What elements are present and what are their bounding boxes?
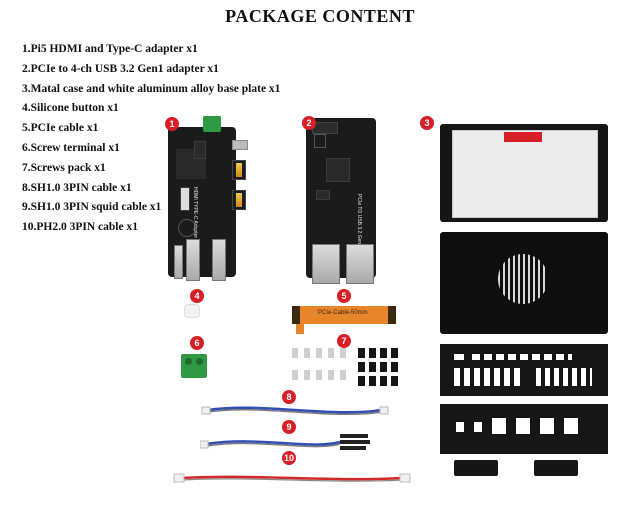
board-connector: [194, 141, 206, 159]
item-badge-2: 2: [302, 116, 316, 130]
screws-pack: [292, 348, 402, 386]
list-item: 6.Screw terminal x1: [22, 141, 120, 154]
screw-terminal: [181, 354, 207, 378]
cable-label: PCIe-Cable-50mm: [318, 310, 368, 316]
list-item: 7.Screws pack x1: [22, 161, 106, 174]
board-logo: [178, 219, 196, 237]
metal-case-top-cover: [440, 124, 608, 222]
item-badge-9: 9: [282, 420, 296, 434]
list-item: 2.PCIe to 4-ch USB 3.2 Gen1 adapter x1: [22, 62, 219, 75]
list-item: 8.SH1.0 3PIN cable x1: [22, 181, 132, 194]
usb-port: [186, 239, 200, 281]
item-badge-6: 6: [190, 336, 204, 350]
fan-vent-grille: [498, 254, 548, 304]
item-badge-10: 10: [282, 451, 296, 465]
typec-connector: [232, 140, 248, 150]
item-badge-7: 7: [337, 334, 351, 348]
mounting-bracket: [454, 460, 498, 476]
item-badge-4: 4: [190, 289, 204, 303]
board-connector: [180, 187, 190, 211]
list-item: 1.Pi5 HDMI and Type-C adapter x1: [22, 43, 198, 55]
pcie-usb-adapter-board: PCIe TO USB 3.2 Gen1 Board (C): [306, 118, 376, 284]
page-title: PACKAGE CONTENT: [225, 6, 415, 26]
item-badge-5: 5: [337, 289, 351, 303]
mounting-bracket: [534, 460, 578, 476]
hdmi-typec-adapter-board: HDMI TYPE-C Adapter for Pi5: [168, 127, 236, 281]
sh10-3pin-cable: [201, 406, 389, 416]
usb-port: [174, 245, 183, 279]
board-logo: [314, 134, 326, 148]
usb-port: [212, 239, 226, 281]
list-item: 10.PH2.0 3PIN cable x1: [22, 221, 138, 234]
item-badge-3: 3: [420, 116, 434, 130]
green-terminal-on-board: [203, 116, 221, 132]
item-badge-8: 8: [282, 390, 296, 404]
item-badge-1: 1: [165, 117, 179, 131]
red-label: [504, 132, 542, 142]
metal-case-bottom-shell: [440, 232, 608, 334]
list-item: 9.SH1.0 3PIN squid cable x1: [22, 201, 162, 214]
board-chip: [316, 190, 330, 200]
usb-port: [346, 244, 374, 284]
hdmi-connector: [232, 160, 246, 180]
usb-port: [312, 244, 340, 284]
base-plate-with-vents: [440, 344, 608, 396]
board-chip: [326, 158, 350, 182]
list-item: 5.PCIe cable x1: [22, 122, 99, 135]
list-item: 3.Matal case and white aluminum alloy ba…: [22, 82, 281, 95]
silicone-button: [184, 304, 200, 318]
sh10-3pin-squid-cable: [200, 434, 370, 450]
ph20-3pin-cable: [173, 473, 411, 483]
package-content-list: 1.Pi5 HDMI and Type-C adapter x1 2.PCIe …: [22, 40, 280, 238]
hdmi-connector: [232, 190, 246, 210]
list-item: 4.Silicone button x1: [22, 102, 119, 115]
io-front-plate: [440, 404, 608, 454]
pcie-flex-cable: PCIe-Cable-50mm: [292, 306, 396, 324]
